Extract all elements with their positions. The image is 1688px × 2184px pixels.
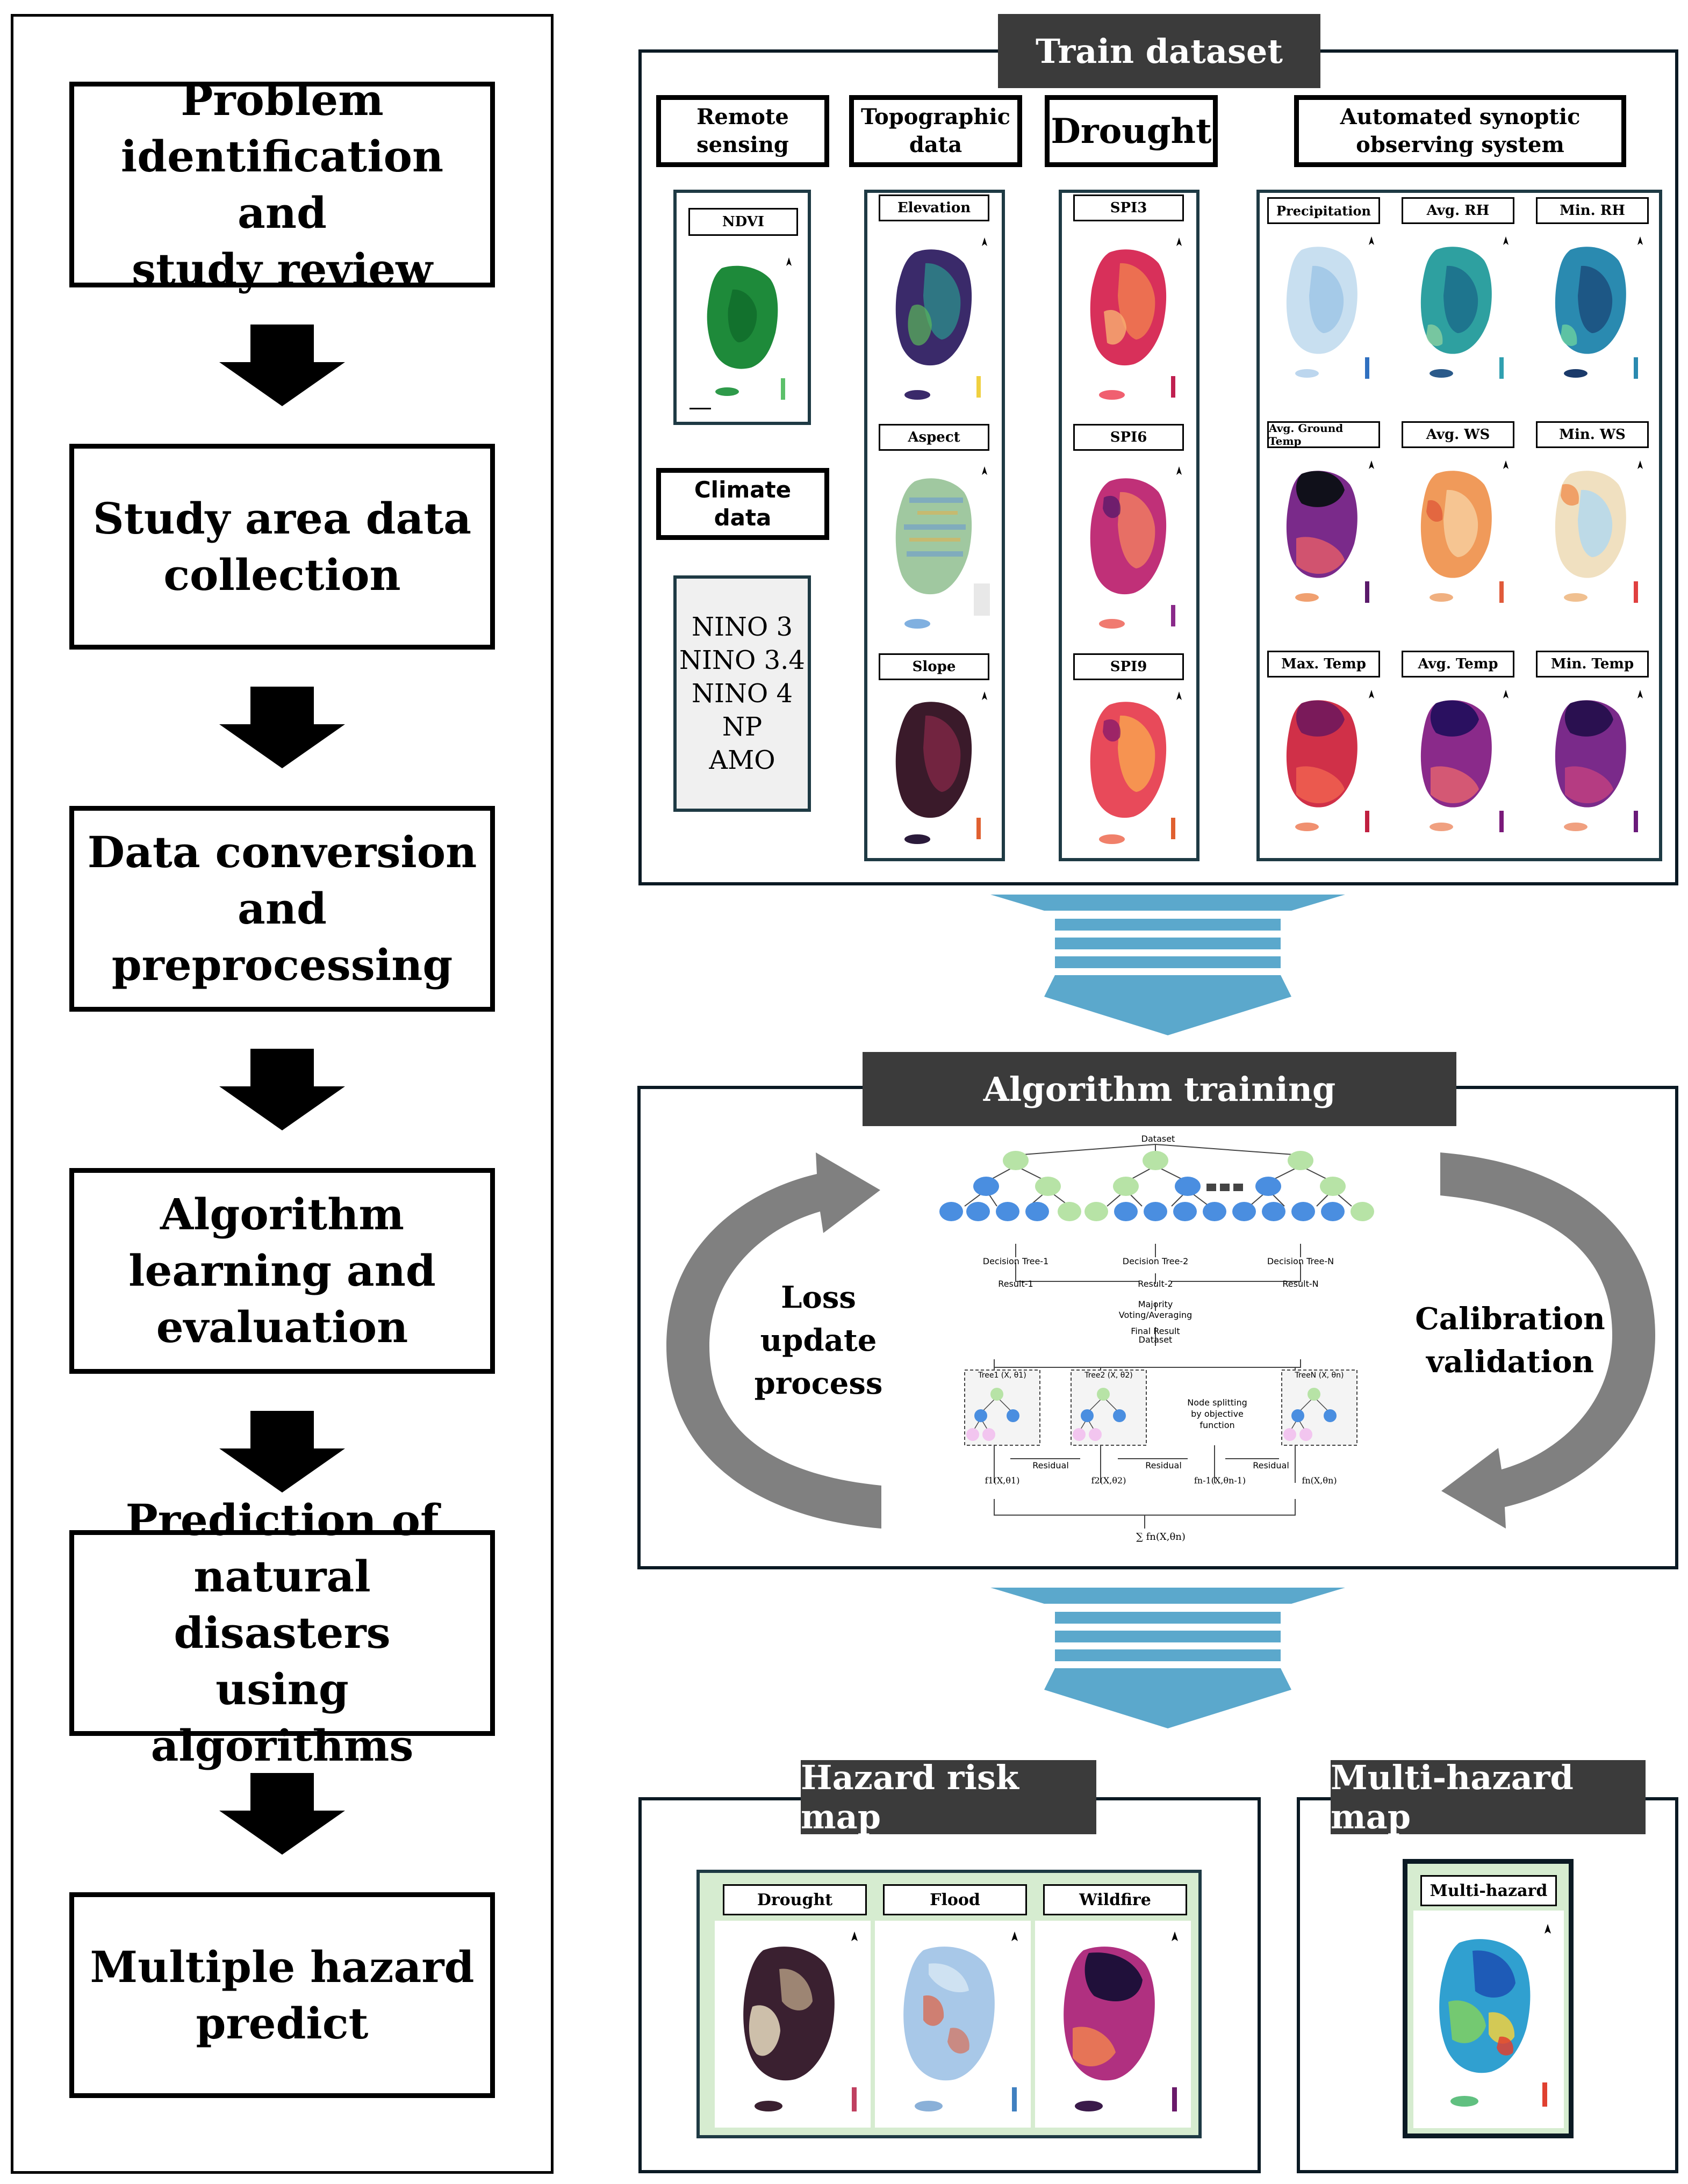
gb-sum-label: ∑ fn(X,θn) xyxy=(1136,1531,1186,1543)
min-rh-map-image xyxy=(1555,236,1643,379)
map-title-elevation: Elevation xyxy=(879,194,989,221)
gb-function-label: f2(X,θ2) xyxy=(1091,1475,1126,1486)
aspect-map-image xyxy=(895,466,990,629)
gb-residual-label: Residual xyxy=(1253,1460,1289,1471)
workflow-frame xyxy=(11,14,554,2174)
category-drought: Drought xyxy=(1045,95,1218,167)
ndvi-map-title: NDVI xyxy=(688,208,798,236)
gb-residual-label: Residual xyxy=(1145,1460,1182,1471)
rf-tree-label: Decision Tree-2 xyxy=(1122,1256,1189,1266)
category-remote-sensing: Remote sensing xyxy=(656,95,829,167)
map-title-flood: Flood xyxy=(883,1884,1027,1915)
slope-map-image xyxy=(895,691,987,844)
loop-left-arrow-icon xyxy=(666,1152,881,1529)
avg-temp-map-image xyxy=(1420,690,1509,832)
gb-tree-label: Tree1 (X, θ1) xyxy=(978,1371,1026,1380)
avg-rh-map-image xyxy=(1420,236,1509,379)
step-problem-identification: Problem identification and study review xyxy=(69,75,495,294)
gb-tree-label: Tree2 (X, θ2) xyxy=(1084,1371,1133,1380)
map-title-max-temp: Max. Temp xyxy=(1267,651,1380,677)
algorithm-training-title: Algorithm training xyxy=(863,1052,1456,1126)
rf-dataset-label: Dataset xyxy=(1141,1134,1175,1144)
calibration-validation-label: Calibration validation xyxy=(1415,1301,1605,1380)
avg-ground-temp-map-image xyxy=(1286,460,1374,603)
spi6-map-image xyxy=(1090,466,1182,629)
map-title-drought: Drought xyxy=(723,1884,867,1915)
down-arrow-icon xyxy=(219,1049,345,1130)
rf-result-label: Result-2 xyxy=(1138,1279,1173,1289)
wildfire-hazard-map-image xyxy=(1035,1921,1191,2128)
map-title-multi-hazard: Multi-hazard xyxy=(1420,1875,1557,1906)
random-forest-diagram xyxy=(939,1144,1374,1346)
map-title-avg-temp: Avg. Temp xyxy=(1402,651,1514,677)
map-title-avg-rh: Avg. RH xyxy=(1402,197,1514,224)
flood-hazard-map-image xyxy=(875,1921,1031,2128)
down-arrow-icon xyxy=(219,325,345,406)
map-title-spi9: SPI9 xyxy=(1073,653,1184,680)
step-data-collection: Study area data collection xyxy=(69,444,495,650)
ndvi-map-image xyxy=(689,257,792,409)
down-arrow-icon xyxy=(219,687,345,768)
map-title-min-ws: Min. WS xyxy=(1536,421,1649,448)
map-title-precipitation: Precipitation xyxy=(1267,197,1380,224)
avg-ws-map-image xyxy=(1420,460,1509,603)
funnel-arrow-icon xyxy=(990,1588,1345,1728)
drought-hazard-map-image xyxy=(715,1921,871,2128)
category-asos: Automated synoptic observing system xyxy=(1294,95,1626,167)
rf-final-result-label: Final Result xyxy=(1131,1326,1180,1336)
rf-voting-label: Majority Voting/Averaging xyxy=(1118,1299,1193,1320)
min-temp-map-image xyxy=(1555,690,1643,832)
climate-index: AMO xyxy=(709,745,775,775)
down-arrow-icon xyxy=(219,1411,345,1493)
map-title-slope: Slope xyxy=(879,653,989,680)
max-temp-map-image xyxy=(1286,690,1374,832)
spi3-map-image xyxy=(1090,237,1182,400)
step-multiple-hazard: Multiple hazard predict xyxy=(69,1892,495,2098)
rf-result-label: Result-N xyxy=(1282,1279,1319,1289)
gb-residual-label: Residual xyxy=(1032,1460,1069,1471)
multi-hazard-title: Multi-hazard map xyxy=(1331,1758,1646,1836)
map-title-avg-ws: Avg. WS xyxy=(1402,421,1514,448)
ndvi-map-panel: NDVI xyxy=(673,190,811,425)
climate-index: NINO 4 xyxy=(691,679,793,709)
down-arrow-icon xyxy=(219,1773,345,1855)
min-ws-map-image xyxy=(1555,460,1643,603)
map-title-wildfire: Wildfire xyxy=(1043,1884,1187,1915)
step-data-conversion: Data conversion and preprocessing xyxy=(69,806,495,1012)
gb-function-label: fn-1(X,θn-1) xyxy=(1194,1475,1246,1486)
gb-node-splitting-label: Node splitting by objective function xyxy=(1187,1397,1247,1430)
gradient-boosting-diagram xyxy=(964,1359,1357,1529)
gb-dataset-label: Dataset xyxy=(1138,1335,1173,1345)
precipitation-map-image xyxy=(1286,236,1374,379)
gb-function-label: f1(X,θ1) xyxy=(985,1475,1020,1486)
elevation-map-image xyxy=(895,237,987,400)
climate-index: NP xyxy=(722,712,763,742)
funnel-arrow-icon xyxy=(990,895,1345,1035)
climate-index: NINO 3.4 xyxy=(679,645,805,675)
rf-tree-label: Decision Tree-1 xyxy=(982,1256,1049,1266)
map-title-spi6: SPI6 xyxy=(1073,424,1184,451)
hazard-risk-title: Hazard risk map xyxy=(801,1758,1096,1836)
train-dataset-title: Train dataset xyxy=(998,14,1320,88)
map-title-aspect: Aspect xyxy=(879,424,989,451)
loss-update-process-label: Loss update process xyxy=(754,1280,883,1401)
rf-result-label: Result-1 xyxy=(998,1279,1033,1289)
map-title-min-rh: Min. RH xyxy=(1536,197,1649,224)
climate-index: NINO 3 xyxy=(691,612,793,642)
step-disaster-prediction: Prediction of natural disasters using al… xyxy=(69,1495,495,1771)
step-algorithm-learning: Algorithm learning and evaluation xyxy=(69,1168,495,1374)
loop-right-arrow-icon xyxy=(1440,1152,1655,1529)
rf-tree-label: Decision Tree-N xyxy=(1267,1256,1334,1266)
climate-indices-box: NINO 3 NINO 3.4 NINO 4 NP AMO xyxy=(673,575,811,812)
gb-function-label: fn(X,θn) xyxy=(1302,1475,1337,1486)
map-title-min-temp: Min. Temp xyxy=(1536,651,1649,677)
category-topographic: Topographic data xyxy=(849,95,1022,167)
gb-tree-label: TreeN (X, θn) xyxy=(1295,1371,1344,1380)
category-climate-data: Climate data xyxy=(656,468,829,540)
map-title-spi3: SPI3 xyxy=(1073,194,1184,221)
map-title-avg-ground-temp: Avg. Ground Temp xyxy=(1267,421,1380,448)
multi-hazard-map-image xyxy=(1413,1911,1564,2128)
spi9-map-image xyxy=(1090,691,1182,844)
